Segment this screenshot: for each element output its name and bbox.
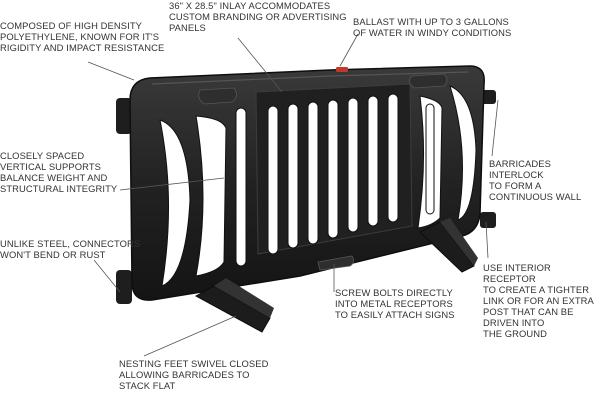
left-connectors [116,98,132,304]
callout-interlock: Barricades interlock to form a continuou… [489,158,582,202]
ballast-cap [336,67,348,72]
callout-interior-receptor: Use interior receptor to create a tighte… [483,262,594,339]
callout-ballast: Ballast with up to 3 gallons of water in… [353,16,512,38]
callout-inlay: 36" x 28.5" inlay accommodates custom br… [169,0,347,33]
callout-screw-bolts: Screw bolts directly into metal receptor… [335,287,455,320]
callout-nesting-feet: Nesting feet swivel closed allowing barr… [119,358,269,391]
vertical-supports [235,93,435,267]
left-handle-cutout [159,119,191,287]
left-foot [194,278,274,333]
callout-material: Composed of high density polyethylene, k… [0,20,165,53]
right-handle-cutout [449,85,477,221]
callout-connectors: Unlike steel, connectors won't bend or r… [0,238,141,260]
right-foot [419,218,478,273]
callout-vertical-supports: Closely spaced vertical supports balance… [0,150,118,194]
